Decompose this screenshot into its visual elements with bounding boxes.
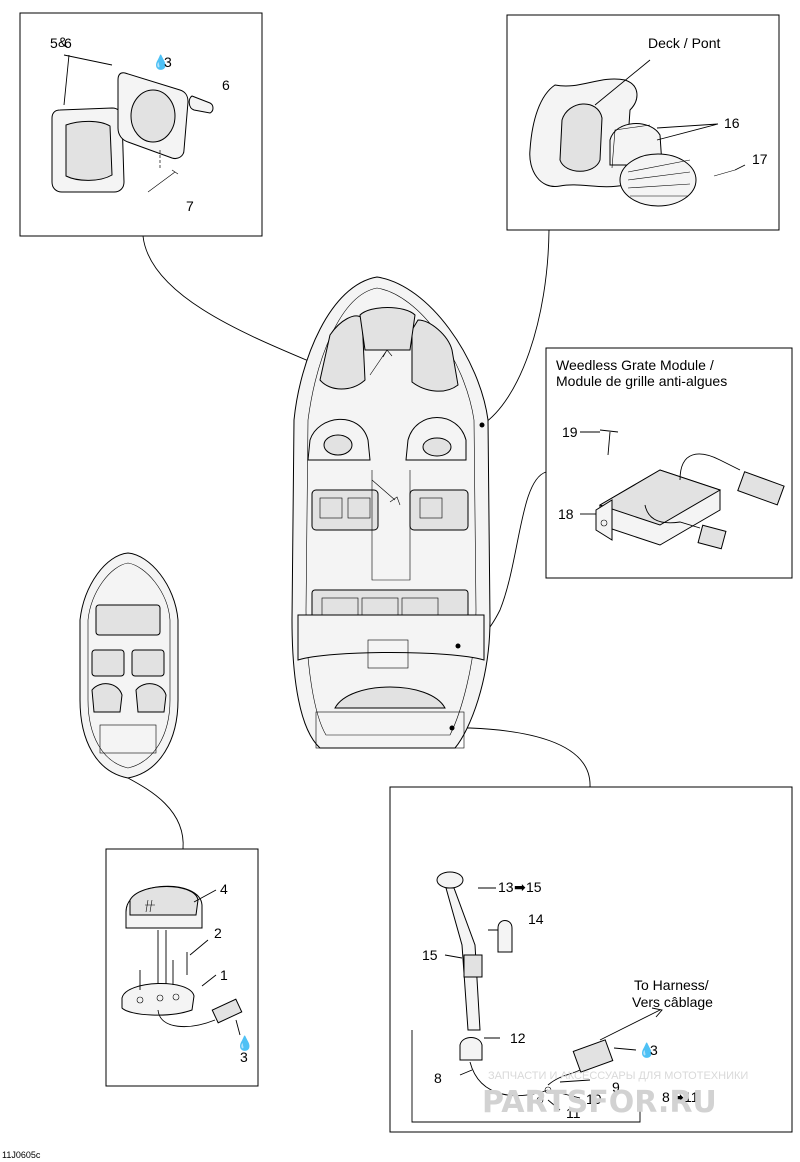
callout-18: 18 bbox=[558, 506, 574, 522]
harness-label-1: To Harness/ bbox=[634, 977, 709, 993]
oil-drop-icon: 💧 bbox=[638, 1042, 655, 1059]
callout-6b: 6 bbox=[222, 77, 230, 93]
watermark-brand: PARTSFOR.RU bbox=[482, 1085, 717, 1120]
boat-main bbox=[291, 276, 491, 749]
callout-16: 16 bbox=[724, 115, 740, 131]
callout-2: 2 bbox=[214, 925, 222, 941]
weedless-title-1: Weedless Grate Module / bbox=[556, 357, 714, 373]
arrow-right-icon: ➡ bbox=[514, 879, 526, 895]
callout-3c: 3 bbox=[650, 1042, 658, 1058]
watermark-line1: ЗАПЧАСТИ И АКСЕССУАРЫ ДЛЯ МОТОТЕХНИКИ bbox=[488, 1070, 748, 1082]
callout-4: 4 bbox=[220, 881, 228, 897]
and-symbol-icon: & bbox=[58, 34, 68, 50]
weedless-title-2: Module de grille anti-algues bbox=[556, 373, 727, 389]
box-light bbox=[105, 848, 259, 1087]
weedless-module bbox=[580, 429, 785, 550]
oil-drop-icon: 💧 bbox=[152, 54, 169, 71]
callout-15b: 15 bbox=[422, 947, 438, 963]
vent-cover-assembly bbox=[51, 54, 214, 193]
callout-17: 17 bbox=[752, 151, 768, 167]
callout-3b: 3 bbox=[240, 1049, 248, 1065]
arrow-right-icon: ➡ bbox=[672, 1089, 684, 1105]
nav-light-assembly bbox=[121, 885, 243, 1036]
box-weedless bbox=[545, 347, 793, 579]
callout-13: 13 bbox=[498, 879, 514, 895]
callout-9: 9 bbox=[612, 1079, 620, 1095]
callout-14: 14 bbox=[528, 911, 544, 927]
callout-3a: 3 bbox=[164, 54, 172, 70]
callout-6a: 6 bbox=[64, 35, 72, 51]
callout-8b: 8 bbox=[662, 1089, 670, 1105]
box-pole bbox=[389, 786, 793, 1133]
connector-light bbox=[127, 777, 184, 850]
callout-15a: 15 bbox=[526, 879, 542, 895]
callout-1: 1 bbox=[220, 967, 228, 983]
callout-11a: 11 bbox=[566, 1105, 581, 1121]
callout-8a: 8 bbox=[434, 1070, 442, 1086]
horn-assembly bbox=[529, 59, 746, 207]
oil-drop-icon: 💧 bbox=[236, 1035, 253, 1052]
box-horn bbox=[506, 14, 780, 231]
connector-horn bbox=[481, 229, 550, 426]
diagram-code: 11J0605c bbox=[2, 1150, 41, 1160]
box-top-left bbox=[19, 12, 263, 237]
connector-pole bbox=[452, 727, 591, 788]
callout-10: 10 bbox=[586, 1091, 602, 1107]
horn-title: Deck / Pont bbox=[648, 35, 720, 51]
callout-5: 5 bbox=[50, 35, 58, 51]
pole-light-assembly bbox=[411, 871, 663, 1123]
callout-19: 19 bbox=[562, 424, 578, 440]
callout-7: 7 bbox=[186, 198, 194, 214]
boat-secondary bbox=[79, 552, 179, 779]
harness-label-2: Vers câblage bbox=[632, 994, 713, 1010]
callout-12: 12 bbox=[510, 1030, 526, 1046]
callout-11b: 11 bbox=[684, 1089, 699, 1105]
